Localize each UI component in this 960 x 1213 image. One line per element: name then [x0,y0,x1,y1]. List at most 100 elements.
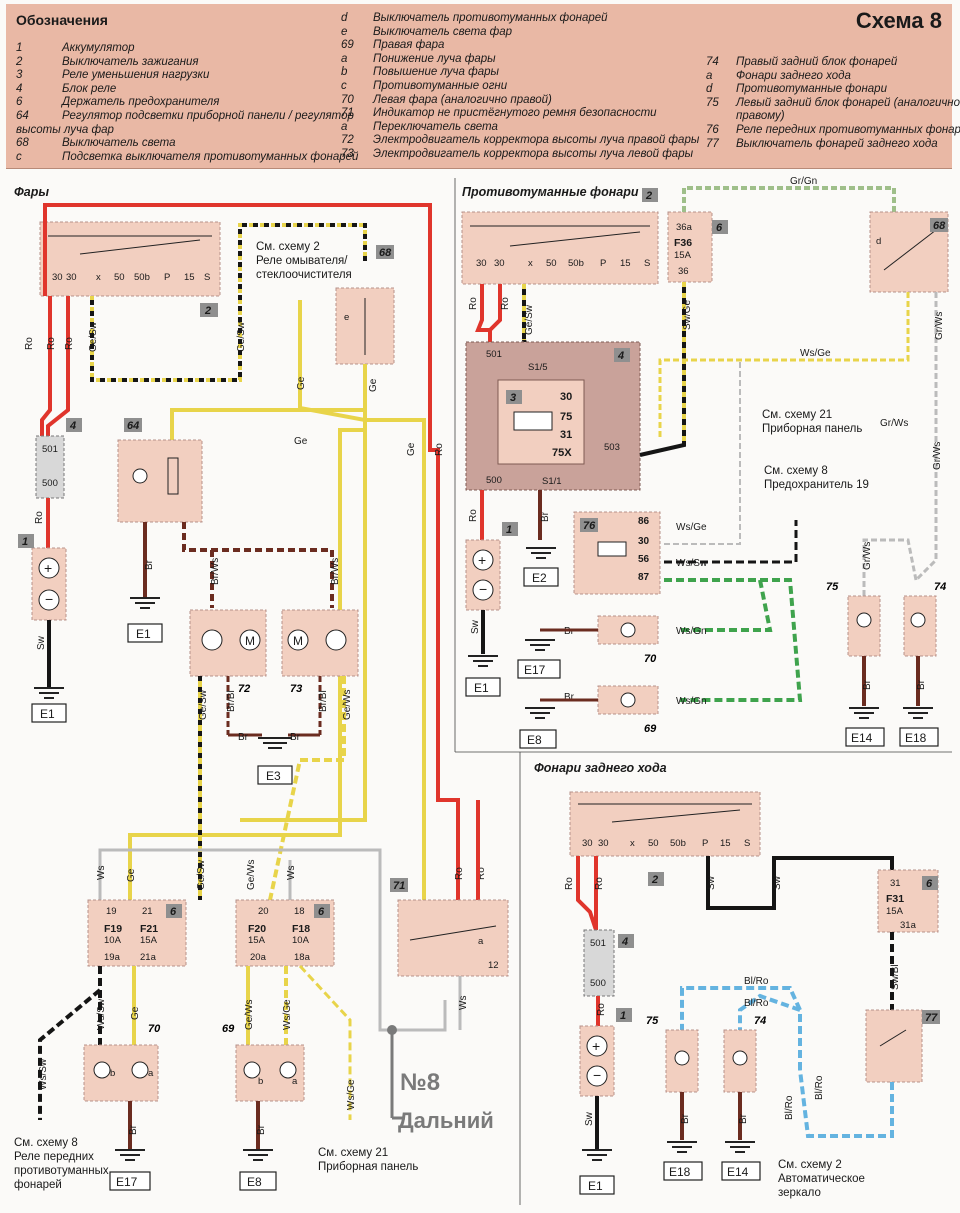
svg-text:50b: 50b [134,272,150,283]
dalny-marker: №8 Дальний [387,1025,494,1133]
svg-text:Br: Br [238,732,249,743]
wire-red [488,284,502,332]
svg-text:Ro: Ro [594,877,605,890]
svg-text:Ro: Ro [500,297,511,310]
svg-text:Br/Ws: Br/Ws [210,558,221,585]
svg-text:30: 30 [494,258,505,269]
svg-text:31: 31 [890,878,901,889]
svg-text:Bl/Ro: Bl/Ro [814,1075,825,1100]
svg-text:30: 30 [638,536,650,547]
svg-text:4: 4 [621,936,628,948]
reverse-lamp-74: 74 [723,1015,766,1093]
svg-text:Ro: Ro [596,1003,607,1016]
svg-text:E1: E1 [40,707,55,721]
fog-lamp-70: 70 [597,615,659,665]
svg-text:Ge/Ws: Ge/Ws [244,999,255,1030]
svg-text:50: 50 [114,272,125,283]
svg-text:E1: E1 [588,1179,603,1193]
ground-e17-left: E17 [109,1149,151,1191]
ground-e1-left: E1 [31,687,67,723]
section-title-fog-lights: Противотуманные фонари [462,185,639,199]
fuse-f36: 36a F36 15A 36 6 [667,211,728,283]
svg-text:Ge/Sw: Ge/Sw [88,321,99,352]
svg-text:Br: Br [680,1113,691,1124]
section-title-reverse-lights: Фонари заднего хода [534,761,667,775]
ignition-switch-fog: 30 30 x 50 50b P 15 S 2 [461,188,659,285]
svg-text:2: 2 [645,190,652,202]
svg-text:M: M [245,634,255,648]
svg-text:Bl/Ro: Bl/Ro [744,976,769,987]
svg-text:21: 21 [142,906,153,917]
wire-blue-red [738,993,802,1070]
svg-text:+: + [592,1038,600,1054]
svg-text:15A: 15A [248,935,266,946]
svg-text:S1/1: S1/1 [542,476,562,487]
wire-grey-white [862,538,918,596]
wire-red [576,856,598,931]
svg-text:Gr/Gn: Gr/Gn [790,176,817,187]
svg-text:x: x [630,838,635,849]
svg-text:75: 75 [826,581,839,593]
scheme-title: Схема 8 [855,8,942,33]
wire-black [706,856,894,910]
svg-text:71: 71 [393,880,405,892]
svg-text:Ge: Ge [126,868,137,882]
svg-text:E17: E17 [524,663,546,677]
svg-text:Ws: Ws [286,866,297,880]
fuse-f31: 31 F31 15A 31a 6 [877,869,939,933]
relay-block-fog: 501 500 S1/5 S1/1 503 30 75 31 75X 4 3 [465,341,641,491]
svg-text:P: P [702,838,708,849]
svg-text:S: S [204,272,210,283]
wire-yellow-white [268,676,346,901]
svg-text:E3: E3 [266,769,281,783]
dimmer-64: 64 [117,418,203,523]
svg-text:M: M [293,634,303,648]
svg-text:15: 15 [184,272,195,283]
svg-text:75: 75 [646,1015,659,1027]
svg-text:87: 87 [638,572,650,583]
reverse-switch-77: 77 [865,1009,940,1083]
svg-text:противотуманных: противотуманных [14,1165,109,1177]
svg-text:50b: 50b [568,258,584,269]
svg-text:19: 19 [106,906,117,917]
svg-text:E18: E18 [905,731,927,745]
svg-text:E1: E1 [136,627,151,641]
svg-text:20a: 20a [250,952,267,963]
svg-text:18a: 18a [294,952,311,963]
svg-text:a: a [478,936,484,947]
svg-text:1: 1 [620,1010,626,1022]
component-2-label: 2 [204,305,211,317]
svg-text:Ws/Ge: Ws/Ge [676,522,707,533]
svg-text:Br: Br [290,732,301,743]
motor-72: M 72 [189,609,267,695]
svg-text:15A: 15A [140,935,158,946]
svg-text:74: 74 [754,1015,766,1027]
svg-text:Br: Br [738,1113,749,1124]
svg-text:73: 73 [290,683,302,695]
fuse-holder-f20-f18: 20 F20 15A 20a 18 F18 10A 18a 6 [235,899,335,967]
svg-text:Ro: Ro [64,337,75,350]
svg-text:e: e [344,312,349,323]
wire-white-green [664,578,803,702]
svg-text:69: 69 [222,1023,235,1035]
svg-text:30: 30 [52,272,63,283]
svg-text:Ro: Ro [468,297,479,310]
seatbelt-indicator-71: a 12 71 [390,878,509,977]
ground-e8-left: E8 [239,1149,277,1191]
svg-text:6: 6 [170,906,177,918]
svg-text:Ge: Ge [130,1006,141,1020]
svg-text:Ws/Ge: Ws/Ge [346,1079,357,1110]
svg-text:Ws: Ws [458,996,469,1010]
fog-relay-76: 86 30 56 87 76 [573,511,661,595]
svg-text:1: 1 [22,536,28,548]
